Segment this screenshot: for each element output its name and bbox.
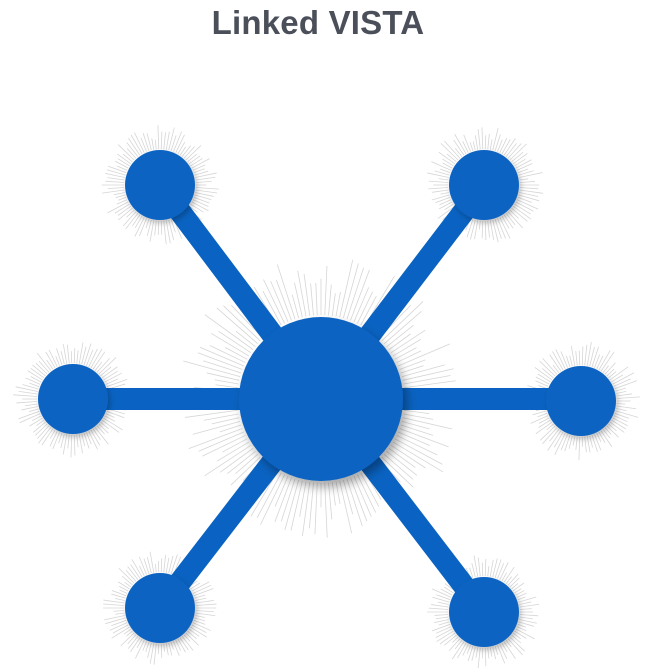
node-left — [38, 364, 108, 434]
node-fringe — [521, 342, 641, 461]
node-fringe — [427, 555, 540, 668]
node-fringe — [101, 125, 219, 245]
node-bottom-left — [125, 573, 195, 643]
page-title: Linked VISTA — [211, 4, 425, 41]
node-fringe — [103, 551, 217, 665]
node-bottom-right — [449, 577, 519, 647]
node-fringe — [13, 342, 133, 458]
outer-nodes — [38, 150, 616, 647]
node-top-left — [125, 150, 195, 220]
hub-node — [239, 317, 403, 481]
node-fringe — [427, 127, 544, 243]
node-right — [546, 366, 616, 436]
node-top-right — [449, 150, 519, 220]
